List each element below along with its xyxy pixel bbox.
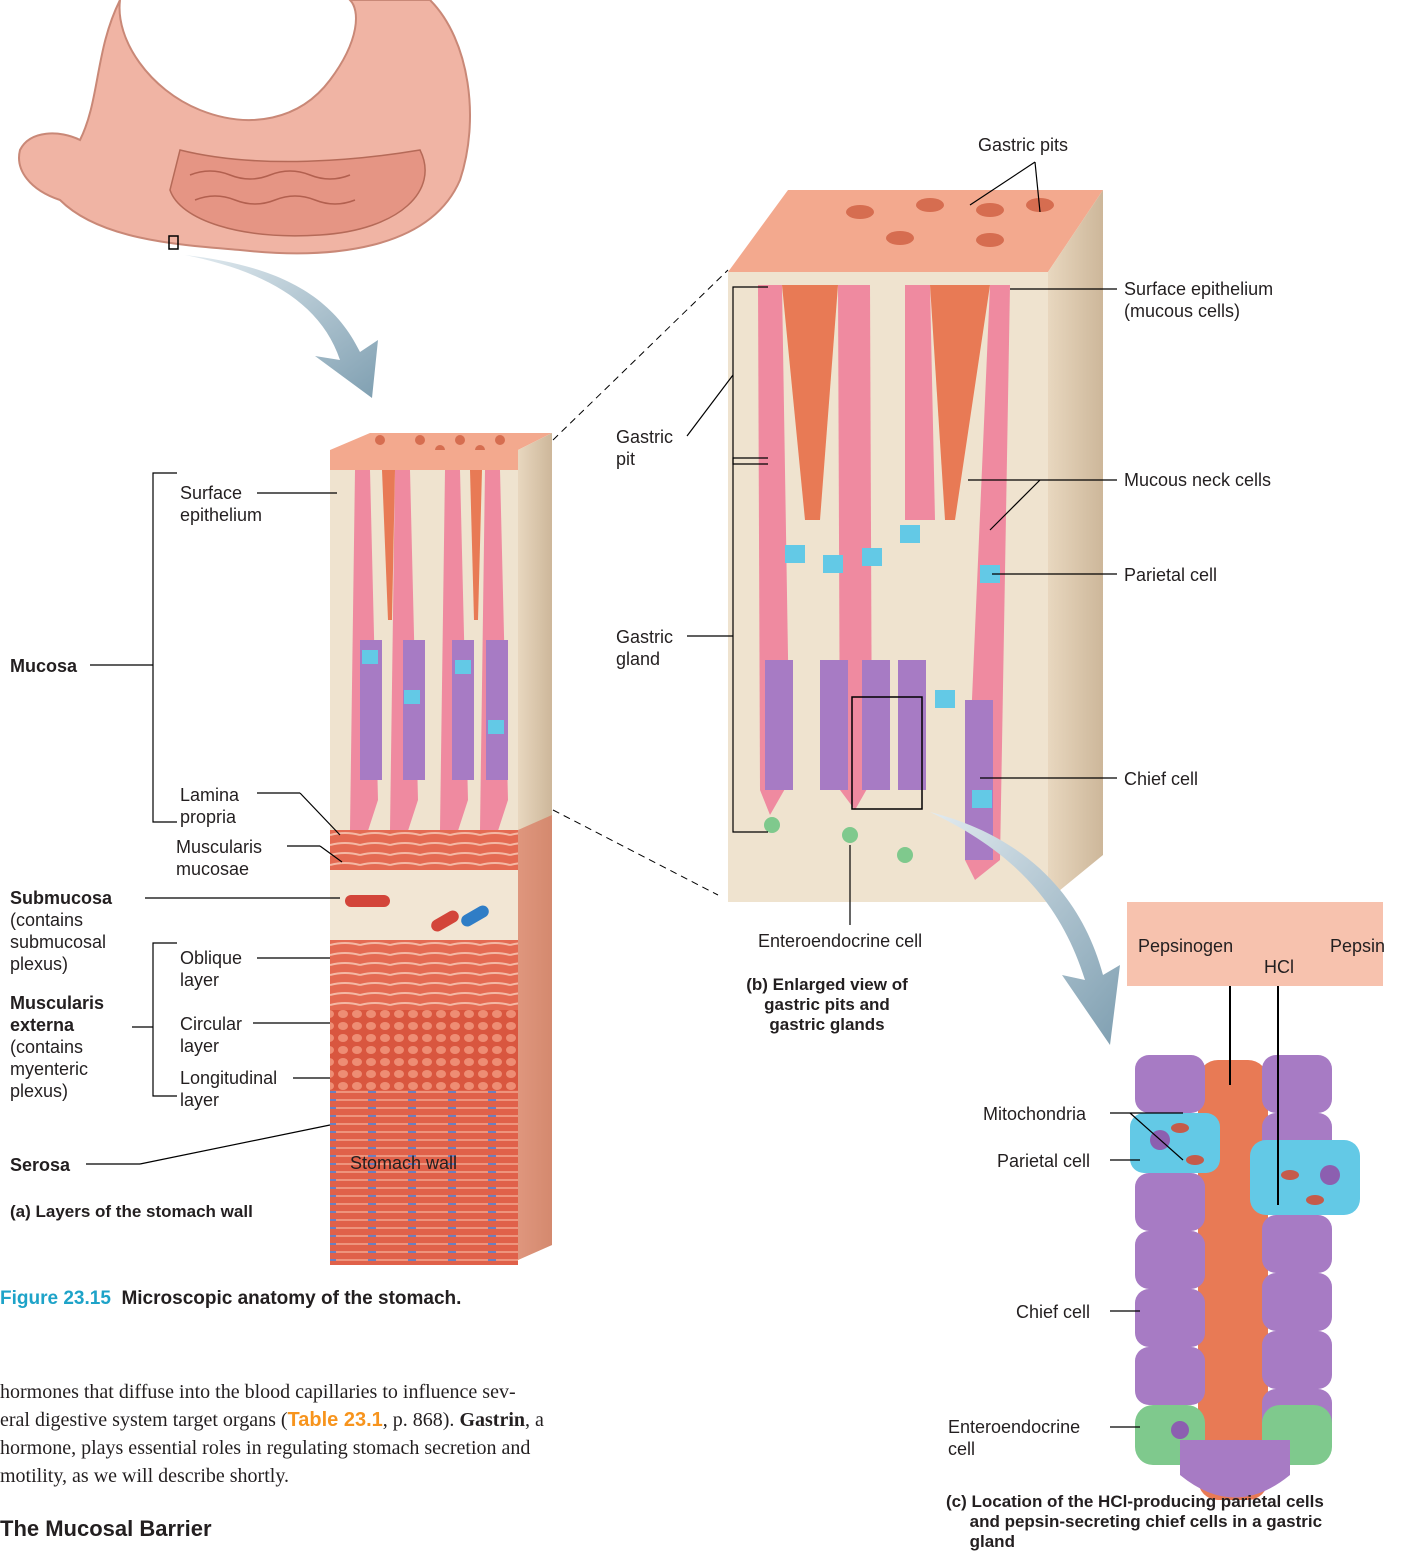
label-mitochondria: Mitochondria [983, 1103, 1086, 1125]
label-chief-cell-b: Chief cell [1124, 768, 1198, 790]
stomach-wall-block [330, 433, 552, 1265]
label-mucous-neck-cells: Mucous neck cells [1124, 469, 1271, 491]
body-paragraph: hormones that diffuse into the blood cap… [0, 1378, 740, 1490]
gland-detail [1130, 1055, 1360, 1500]
section-heading: The Mucosal Barrier [0, 1516, 212, 1542]
zoom-arrow-a [185, 255, 378, 398]
caption-c: (c) Location of the HCl-producing pariet… [946, 1492, 1324, 1552]
label-surface-epithelium-mucous: Surface epithelium(mucous cells) [1124, 278, 1273, 322]
label-gastric-pits: Gastric pits [978, 134, 1068, 156]
label-chief-cell-c: Chief cell [1016, 1301, 1090, 1323]
table-reference-link[interactable]: Table 23.1 [288, 1409, 383, 1431]
label-stomach-wall: Stomach wall [350, 1152, 457, 1174]
label-parietal-cell-b: Parietal cell [1124, 564, 1217, 586]
label-pepsin: Pepsin [1330, 935, 1385, 957]
whole-stomach-drawing [19, 0, 470, 253]
figure-caption: Figure 23.15 Microscopic anatomy of the … [0, 1288, 461, 1310]
label-parietal-cell-c: Parietal cell [997, 1150, 1090, 1172]
label-pepsinogen: Pepsinogen [1138, 935, 1233, 957]
label-mucosa: Mucosa [10, 655, 77, 677]
label-serosa: Serosa [10, 1154, 70, 1176]
label-hcl: HCl [1264, 956, 1294, 978]
caption-a: (a) Layers of the stomach wall [10, 1202, 253, 1222]
label-enteroendocrine-cell-b: Enteroendocrine cell [758, 930, 922, 952]
gastric-gland-block [728, 190, 1103, 902]
